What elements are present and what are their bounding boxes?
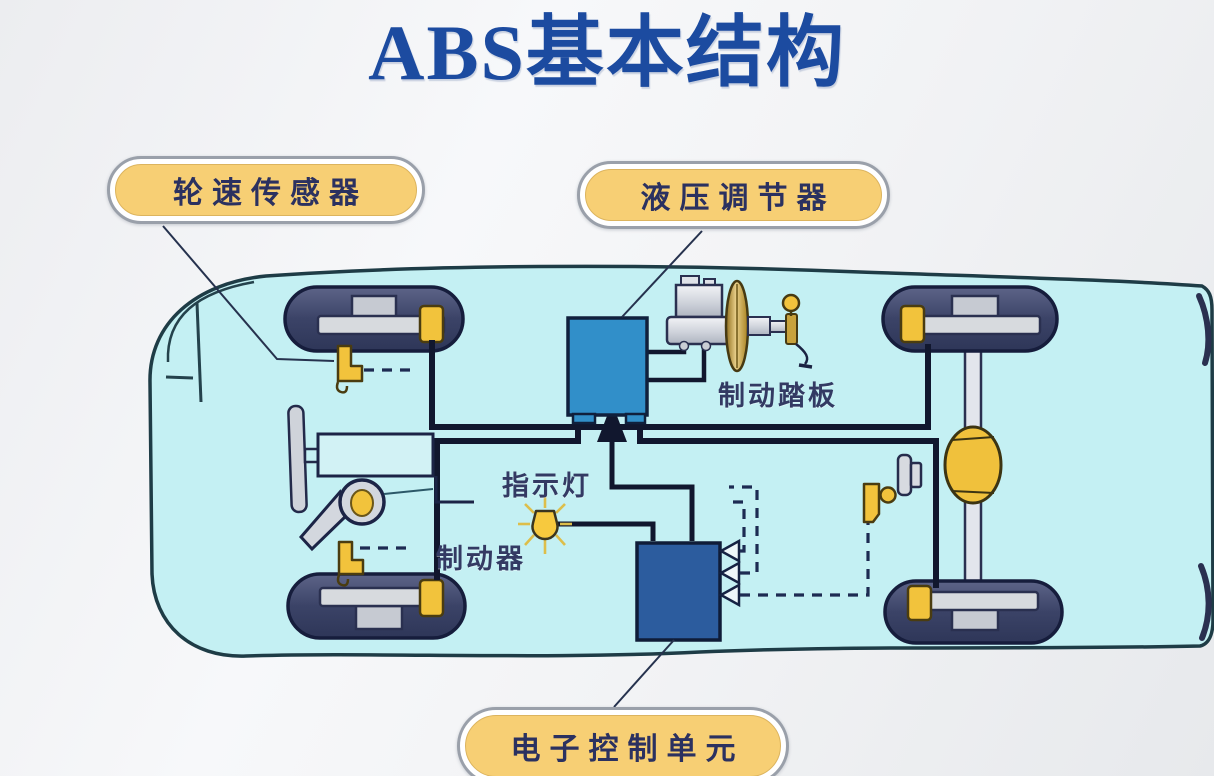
callout-hydraulic-regulator: 液压调节器 <box>577 161 890 229</box>
indicator-bulb-icon <box>518 496 572 554</box>
car-body <box>148 264 1214 658</box>
door-seam <box>195 302 203 403</box>
label-brake-pedal: 制动踏板 <box>718 381 838 411</box>
cylinder-foot-2 <box>700 340 712 352</box>
sensor-tip <box>336 574 350 587</box>
pushrod-1 <box>747 316 771 336</box>
brake-fitting-front-left <box>418 304 445 344</box>
leader-hydraulic-regulator <box>621 230 703 318</box>
hydraulic-modulator <box>566 316 649 425</box>
driveshaft-lower <box>963 494 983 586</box>
brake-line-left-circuit <box>434 414 581 580</box>
signal-rear-sensor <box>740 521 870 597</box>
leader-ecu <box>613 639 675 708</box>
leader-wheel-speed-sensor <box>162 225 335 362</box>
differential-seam <box>951 436 995 494</box>
master-cylinder-body <box>665 315 733 346</box>
brake-caliper-rear-bottom <box>950 606 1000 632</box>
modulator-port-left <box>571 412 597 425</box>
hood-contour-line <box>166 280 255 363</box>
pedal-kick-curve <box>795 343 809 365</box>
pedal-foot-tick <box>798 363 813 369</box>
blade-link <box>303 447 320 464</box>
line-bulb-to-ecu <box>557 521 656 541</box>
bracket-pointer <box>434 476 474 504</box>
brake-fitting-rear-top <box>899 304 926 344</box>
ecu-input-arrowhead-2 <box>718 560 741 586</box>
driveshaft-upper <box>963 347 983 437</box>
callout-electronic-control-unit-label: 电子控制单元 <box>465 715 781 776</box>
master-cylinder-assembly <box>665 275 813 373</box>
brake-caliper-front-bottom <box>354 604 404 631</box>
rear-right-trim-bottom <box>1198 563 1212 641</box>
signal-hook-1 <box>727 500 746 553</box>
cylinder-foot-1 <box>678 340 690 352</box>
car-body-outline <box>148 264 1214 658</box>
sensor-signal-lines <box>360 368 870 597</box>
fender-seam <box>165 375 194 380</box>
pedal-knob <box>781 293 801 313</box>
brake-lines <box>429 340 939 588</box>
callout-wheel-speed-sensor-label: 轮速传感器 <box>115 164 417 216</box>
brake-line-front-left-to-rear-top <box>429 340 931 430</box>
bulb-rays <box>518 496 572 554</box>
pushrod-2 <box>769 320 787 333</box>
wheel-speed-sensor-front-left <box>335 344 364 394</box>
callout-leader-lines <box>162 225 703 708</box>
brake-line-right-circuit <box>637 414 939 588</box>
ecu-input-arrowhead-1 <box>718 538 741 564</box>
horn-wire <box>383 488 434 495</box>
label-brake: 制动器 <box>436 544 526 574</box>
flow-arrow-up-icon <box>597 403 627 442</box>
callout-electronic-control-unit: 电子控制单元 <box>457 707 789 776</box>
ecu-input-arrowhead-3 <box>718 582 741 608</box>
page-title: ABS基本结构 <box>368 9 846 96</box>
brake-assembly-left <box>287 404 474 552</box>
bracket-housing <box>316 432 435 478</box>
pedal-arm <box>785 313 798 345</box>
rear-right-trim-top <box>1196 293 1212 366</box>
callout-wheel-speed-sensor: 轮速传感器 <box>107 156 425 224</box>
signal-hook-2 <box>729 485 759 575</box>
brake-fitting-rear-bottom <box>906 584 933 622</box>
wheel-speed-sensor-front-bottom <box>336 540 365 587</box>
wheel-rear-bottom <box>883 579 1064 645</box>
modulator-port-right <box>624 412 647 425</box>
wheel-rear-top <box>881 285 1059 353</box>
line-master-cylinder-2 <box>647 340 707 383</box>
axle-bar-rear-top <box>910 314 1042 336</box>
horn-center <box>350 489 374 517</box>
label-indicator-light: 指示灯 <box>502 471 592 501</box>
wheel-front-left <box>283 285 465 353</box>
ecu-box <box>635 538 741 642</box>
line-ecu-to-modulator <box>609 440 695 541</box>
bulb-glass <box>531 509 559 541</box>
differential <box>943 425 1003 505</box>
sensor-tip <box>335 381 349 394</box>
axle-bar-rear-bottom <box>918 590 1040 612</box>
wheel-front-bottom <box>286 572 467 640</box>
callout-hydraulic-regulator-label: 液压调节器 <box>585 169 882 221</box>
wheel-speed-sensor-rear <box>862 453 923 524</box>
fluid-reservoir <box>674 283 724 319</box>
brake-fitting-front-bottom <box>418 578 445 618</box>
sensor-connector <box>879 486 897 504</box>
